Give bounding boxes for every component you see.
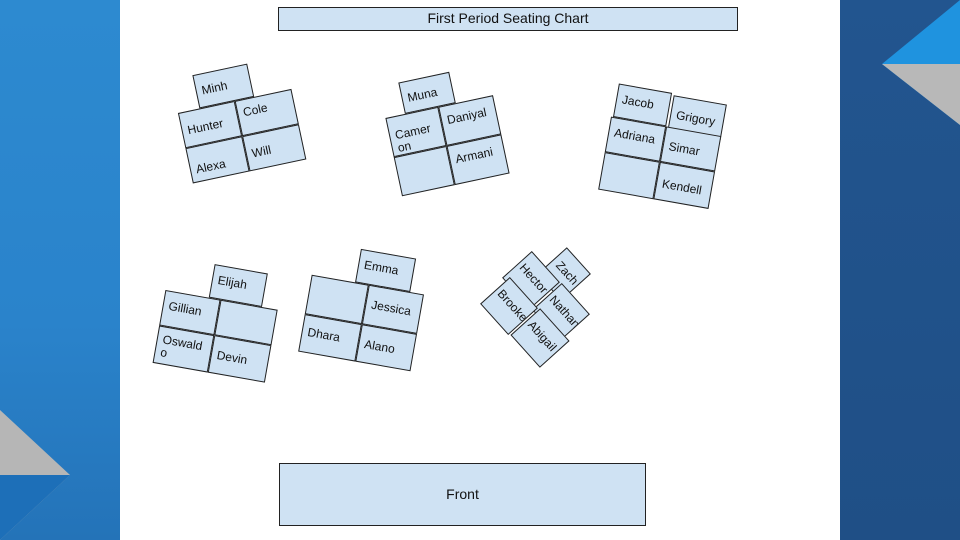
left-decor-panel	[0, 0, 120, 540]
chart-title: First Period Seating Chart	[278, 7, 738, 31]
right-triangle-decor-icon	[882, 0, 960, 125]
right-decor-panel	[840, 0, 960, 540]
front-of-room: Front	[279, 463, 646, 526]
desk-group-6: Zach Hector Nathan Brooke Abigail	[480, 244, 606, 374]
left-triangle-decor-icon	[0, 410, 70, 540]
